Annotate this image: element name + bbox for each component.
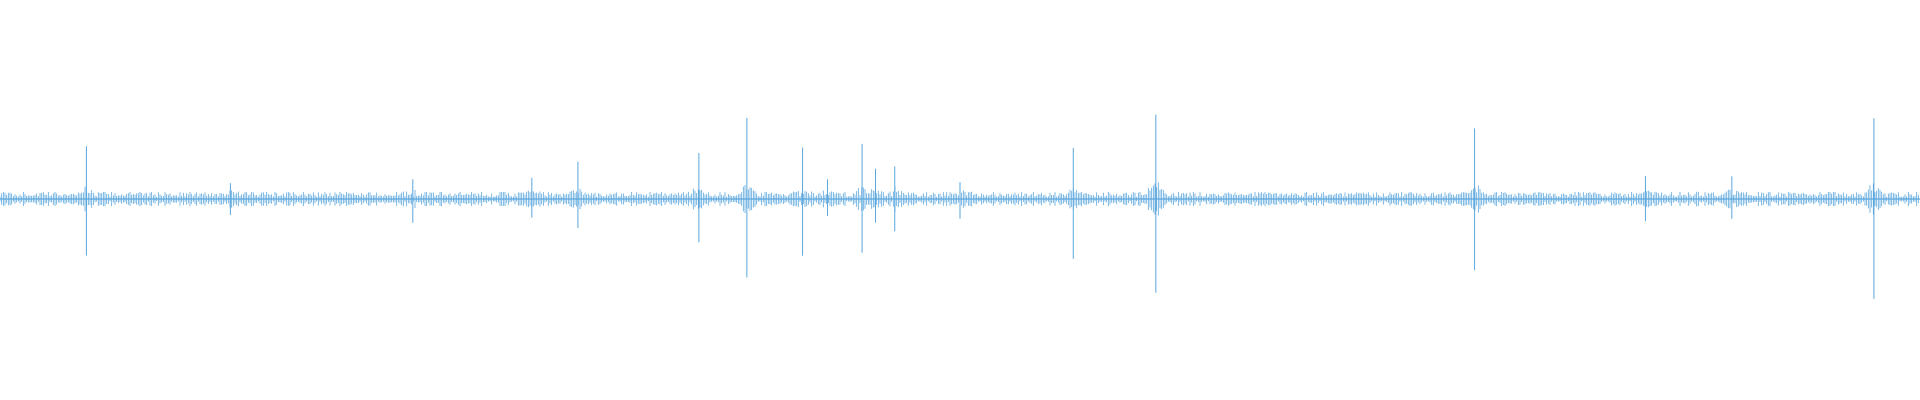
waveform-noise <box>0 182 1919 216</box>
waveform-lines <box>0 114 1920 299</box>
